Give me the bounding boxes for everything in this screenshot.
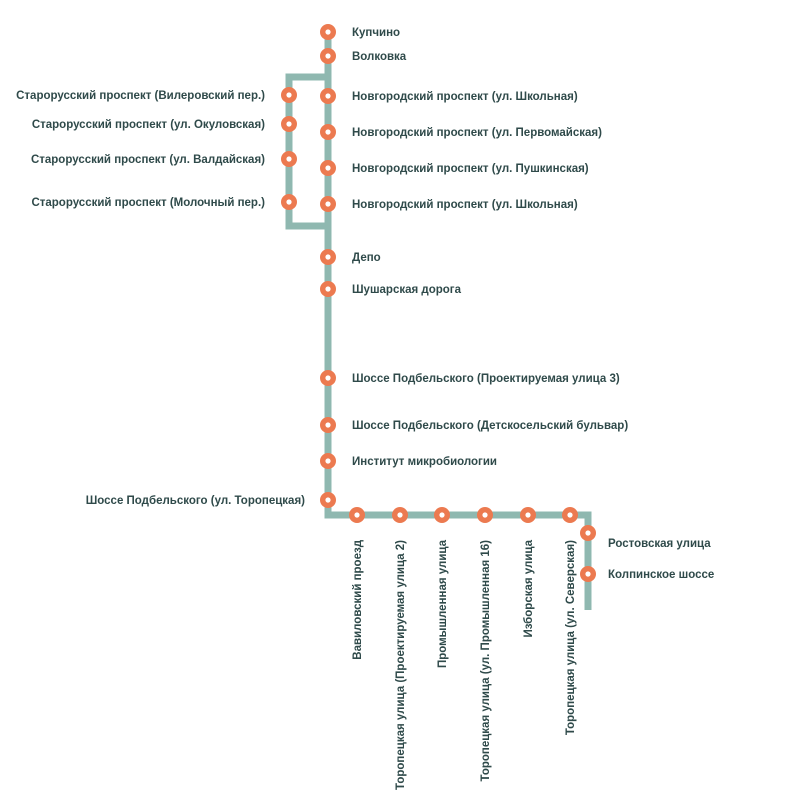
stop-marker-novgorodsky-shkolnaya-2[interactable]	[320, 196, 336, 212]
stop-label-institut-mikrobiologii: Институт микробиологии	[352, 456, 497, 468]
stop-marker-volkovka[interactable]	[320, 48, 336, 64]
stop-dot-center	[325, 497, 331, 503]
stop-marker-novgorodsky-shkolnaya-1[interactable]	[320, 88, 336, 104]
stop-dot-center	[325, 422, 331, 428]
stop-marker-toropetskaya-proektiruemaya-2[interactable]	[392, 507, 408, 523]
stop-dot-center	[325, 201, 331, 207]
stop-dot-center	[567, 512, 573, 518]
stop-marker-starorussky-vilerovsky[interactable]	[281, 87, 297, 103]
stop-marker-depo[interactable]	[320, 249, 336, 265]
stop-dot-center	[525, 512, 531, 518]
stop-label-rostovskaya: Ростовская улица	[608, 538, 711, 550]
stop-label-novgorodsky-shkolnaya-2: Новгородский проспект (ул. Школьная)	[352, 199, 578, 211]
stop-dot-center	[439, 512, 445, 518]
stop-dot-center	[325, 29, 331, 35]
stop-marker-rostovskaya[interactable]	[580, 525, 596, 541]
stop-dot-center	[325, 375, 331, 381]
stop-label-novgorodsky-pervomayskaya: Новгородский проспект (ул. Первомайская)	[352, 127, 602, 139]
stop-dot-center	[482, 512, 488, 518]
stop-label-starorussky-molochny: Старорусский проспект (Молочный пер.)	[31, 197, 265, 209]
stop-dot-center	[286, 156, 292, 162]
stop-label-vavilovsky: Вавиловский проезд	[352, 539, 364, 659]
stop-label-toropetskaya-proektiruemaya-2: Торопецкая улица (Проектируемая улица 2)	[395, 540, 407, 790]
stop-marker-podbelskogo-toropetskaya[interactable]	[320, 492, 336, 508]
stop-dot-center	[325, 254, 331, 260]
route-line	[285, 32, 592, 610]
stop-dot-center	[325, 129, 331, 135]
stop-label-podbelskogo-proektiruemaya-3: Шоссе Подбельского (Проектируемая улица …	[352, 373, 620, 385]
stop-marker-podbelskogo-proektiruemaya-3[interactable]	[320, 370, 336, 386]
stop-dot-center	[325, 286, 331, 292]
stop-label-toropetskaya-promyshlennaya-16: Торопецкая улица (ул. Промышленная 16)	[480, 540, 492, 782]
stop-marker-toropetskaya-promyshlennaya-16[interactable]	[477, 507, 493, 523]
stop-label-starorussky-valdayskaya: Старорусский проспект (ул. Валдайская)	[31, 154, 265, 166]
stop-label-promyshlennaya: Промышленная улица	[437, 539, 449, 668]
stop-label-volkovka: Волковка	[352, 51, 407, 63]
stop-label-podbelskogo-detskoselsky: Шоссе Подбельского (Детскосельский бульв…	[352, 420, 628, 432]
stop-label-starorussky-vilerovsky: Старорусский проспект (Вилеровский пер.)	[16, 90, 265, 102]
stop-marker-shusharskaya[interactable]	[320, 281, 336, 297]
stop-dot-center	[585, 530, 591, 536]
stop-dot-center	[286, 121, 292, 127]
route-line-main	[324, 32, 592, 610]
stop-label-podbelskogo-toropetskaya: Шоссе Подбельского (ул. Торопецкая)	[86, 495, 305, 507]
stop-dot-center	[325, 93, 331, 99]
stop-dot-center	[585, 571, 591, 577]
stop-label-toropetskaya-severskaya: Торопецкая улица (ул. Северская)	[565, 540, 577, 735]
stop-dot-center	[325, 53, 331, 59]
stop-dot-center	[354, 512, 360, 518]
stop-marker-kolpinskoe[interactable]	[580, 566, 596, 582]
stops-layer	[281, 24, 596, 582]
stop-dot-center	[397, 512, 403, 518]
stop-label-kolpinskoe: Колпинское шоссе	[608, 569, 714, 581]
stop-marker-institut-mikrobiologii[interactable]	[320, 453, 336, 469]
stop-dot-center	[286, 92, 292, 98]
stop-label-novgorodsky-pushkinskaya: Новгородский проспект (ул. Пушкинская)	[352, 163, 589, 175]
stop-label-starorussky-okulovskaya: Старорусский проспект (ул. Окуловская)	[32, 119, 265, 131]
stop-marker-novgorodsky-pervomayskaya[interactable]	[320, 124, 336, 140]
stop-label-kupchino: Купчино	[352, 27, 400, 39]
stop-label-depo: Депо	[352, 252, 381, 264]
stop-marker-kupchino[interactable]	[320, 24, 336, 40]
stop-marker-podbelskogo-detskoselsky[interactable]	[320, 417, 336, 433]
stop-marker-promyshlennaya[interactable]	[434, 507, 450, 523]
stop-marker-vavilovsky[interactable]	[349, 507, 365, 523]
stop-dot-center	[325, 458, 331, 464]
stop-label-shusharskaya: Шушарская дорога	[352, 284, 462, 296]
stop-label-novgorodsky-shkolnaya-1: Новгородский проспект (ул. Школьная)	[352, 91, 578, 103]
stop-label-izborskaya: Изборская улица	[523, 539, 535, 637]
stop-marker-toropetskaya-severskaya[interactable]	[562, 507, 578, 523]
stop-marker-novgorodsky-pushkinskaya[interactable]	[320, 160, 336, 176]
stop-dot-center	[286, 199, 292, 205]
stop-marker-starorussky-valdayskaya[interactable]	[281, 151, 297, 167]
stop-marker-izborskaya[interactable]	[520, 507, 536, 523]
stop-marker-starorussky-molochny[interactable]	[281, 194, 297, 210]
stop-marker-starorussky-okulovskaya[interactable]	[281, 116, 297, 132]
stop-dot-center	[325, 165, 331, 171]
